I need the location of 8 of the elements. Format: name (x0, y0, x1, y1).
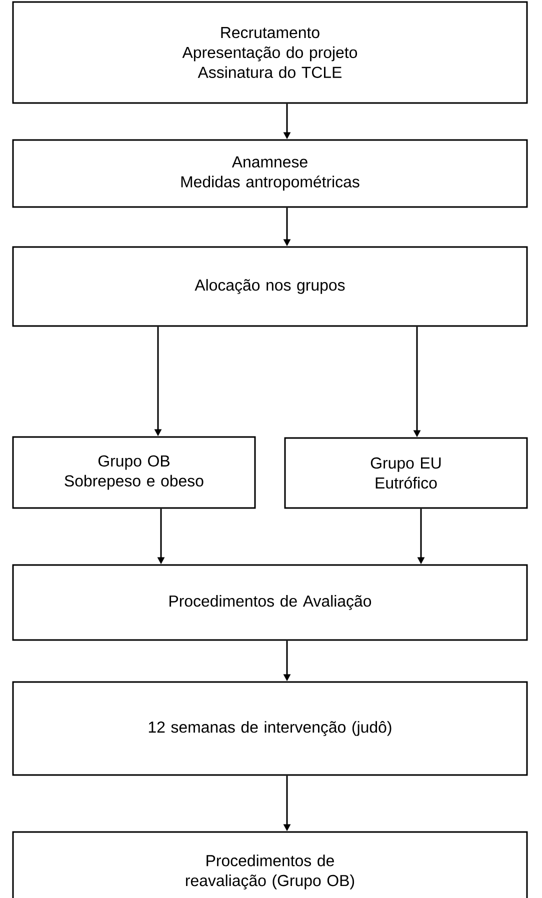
process-box: Procedimentos de reavaliação (Grupo OB) (12, 831, 528, 898)
process-box: Grupo EU Eutrófico (284, 437, 528, 509)
process-box: Recrutamento Apresentação do projeto Assinatura do TCLE (12, 1, 528, 104)
process-box: Anamnese Medidas antropométricas (12, 139, 528, 208)
process-box: Grupo OB Sobrepeso e obeso (12, 436, 256, 509)
process-box: Alocação nos grupos (12, 246, 528, 327)
process-box: 12 semanas de intervenção (judô) (12, 681, 528, 776)
process-box: Procedimentos de Avaliação (12, 564, 528, 641)
